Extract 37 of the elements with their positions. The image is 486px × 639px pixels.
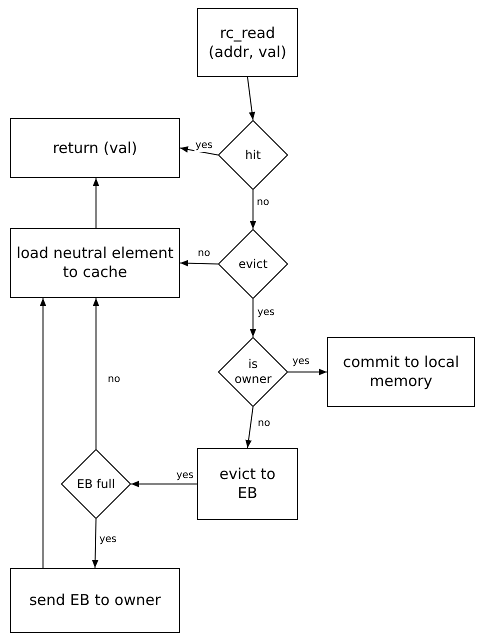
node-label: load neutral element to cache xyxy=(15,244,175,282)
arrow xyxy=(250,190,256,230)
process-box xyxy=(197,448,298,520)
node-label: return (val) xyxy=(52,138,138,158)
arrow xyxy=(180,260,218,266)
arrow xyxy=(92,178,100,228)
edge-label: yes xyxy=(291,356,311,368)
decision-diamond xyxy=(218,337,288,407)
node-label: hit xyxy=(245,148,261,162)
process-box xyxy=(10,568,180,633)
decision-diamond xyxy=(218,229,288,299)
edge-label: yes xyxy=(194,140,214,152)
node-label: send EB to owner xyxy=(29,591,161,610)
node-label: evict to EB xyxy=(218,465,277,503)
process-box xyxy=(10,118,180,178)
arrow xyxy=(92,518,98,568)
edge-label: yes xyxy=(98,534,118,546)
process-box xyxy=(10,228,180,298)
node-label: commit to local memory xyxy=(342,353,460,391)
arrow xyxy=(130,480,198,488)
decision-diamond xyxy=(218,120,288,190)
arrow xyxy=(92,298,100,450)
arrow xyxy=(288,368,328,376)
arrow xyxy=(250,298,256,338)
node-label: EB full xyxy=(76,476,116,492)
process-box xyxy=(327,337,475,407)
arrow xyxy=(247,76,256,120)
process-box xyxy=(197,8,298,77)
arrow xyxy=(40,298,46,568)
node-label: is owner xyxy=(233,357,273,387)
node-label: evict xyxy=(238,256,268,272)
edge-label: yes xyxy=(175,470,195,482)
edge-label: yes xyxy=(256,307,276,319)
node-label: rc_read (addr, val) xyxy=(208,24,288,62)
arrow xyxy=(245,406,254,448)
arrow xyxy=(180,146,218,156)
decision-diamond xyxy=(61,449,131,519)
